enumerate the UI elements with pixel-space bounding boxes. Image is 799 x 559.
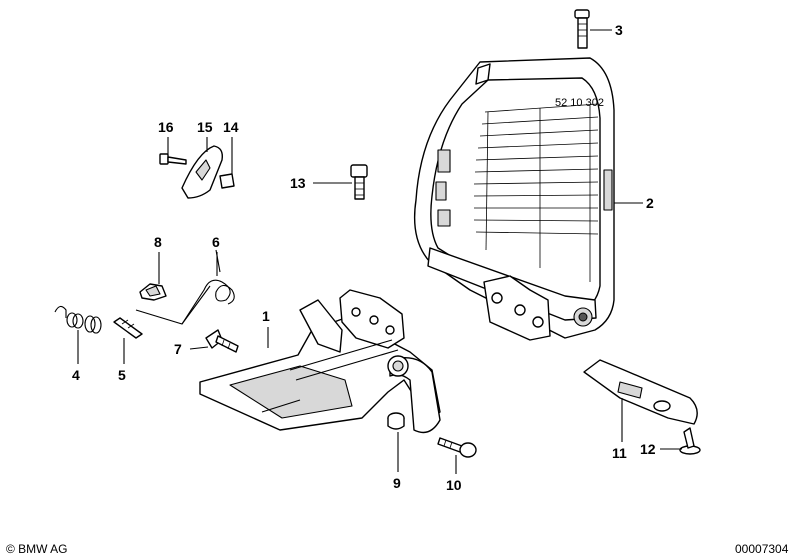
- coil-spring[interactable]: [54, 305, 102, 334]
- clip[interactable]: [139, 283, 167, 301]
- bolt-13[interactable]: [350, 164, 368, 200]
- callout-numbers: 1 2 3 4 5 6 7 8 9 10 11 12 13 14 15 16: [72, 22, 656, 493]
- clip-nut-14[interactable]: [219, 173, 235, 189]
- diagram-ref-label: 52 10 302: [555, 97, 604, 109]
- bolt-10[interactable]: [437, 437, 477, 458]
- screw-16[interactable]: [159, 153, 187, 165]
- headrest-guide-bolt[interactable]: [574, 9, 590, 49]
- leader-lines: [77, 29, 682, 474]
- callout-5: 5: [118, 367, 126, 383]
- callout-1: 1: [262, 308, 270, 324]
- callout-2: 2: [646, 195, 654, 211]
- callout-9: 9: [393, 475, 401, 491]
- callout-3: 3: [615, 22, 623, 38]
- bushing[interactable]: [387, 412, 405, 430]
- callout-13: 13: [290, 175, 306, 191]
- callout-10: 10: [446, 477, 462, 493]
- copyright-label: © BMW AG: [6, 542, 68, 556]
- callout-12: 12: [640, 441, 656, 457]
- bolt-7[interactable]: [205, 329, 239, 353]
- callout-16: 16: [158, 119, 174, 135]
- callout-11: 11: [612, 445, 627, 461]
- callout-8: 8: [154, 234, 162, 250]
- side-cover[interactable]: [583, 359, 698, 425]
- screw-12[interactable]: [679, 427, 701, 455]
- callout-7: 7: [174, 341, 182, 357]
- seat-hinge-frame[interactable]: [199, 289, 441, 434]
- callout-14: 14: [223, 119, 239, 135]
- callout-15: 15: [197, 119, 213, 135]
- callout-4: 4: [72, 367, 80, 383]
- callout-6: 6: [212, 234, 220, 250]
- trim-cover[interactable]: [181, 145, 224, 199]
- pin[interactable]: [113, 317, 143, 339]
- drawing-number: 00007304: [735, 542, 789, 556]
- backrest-frame[interactable]: 52 10 302: [413, 57, 615, 341]
